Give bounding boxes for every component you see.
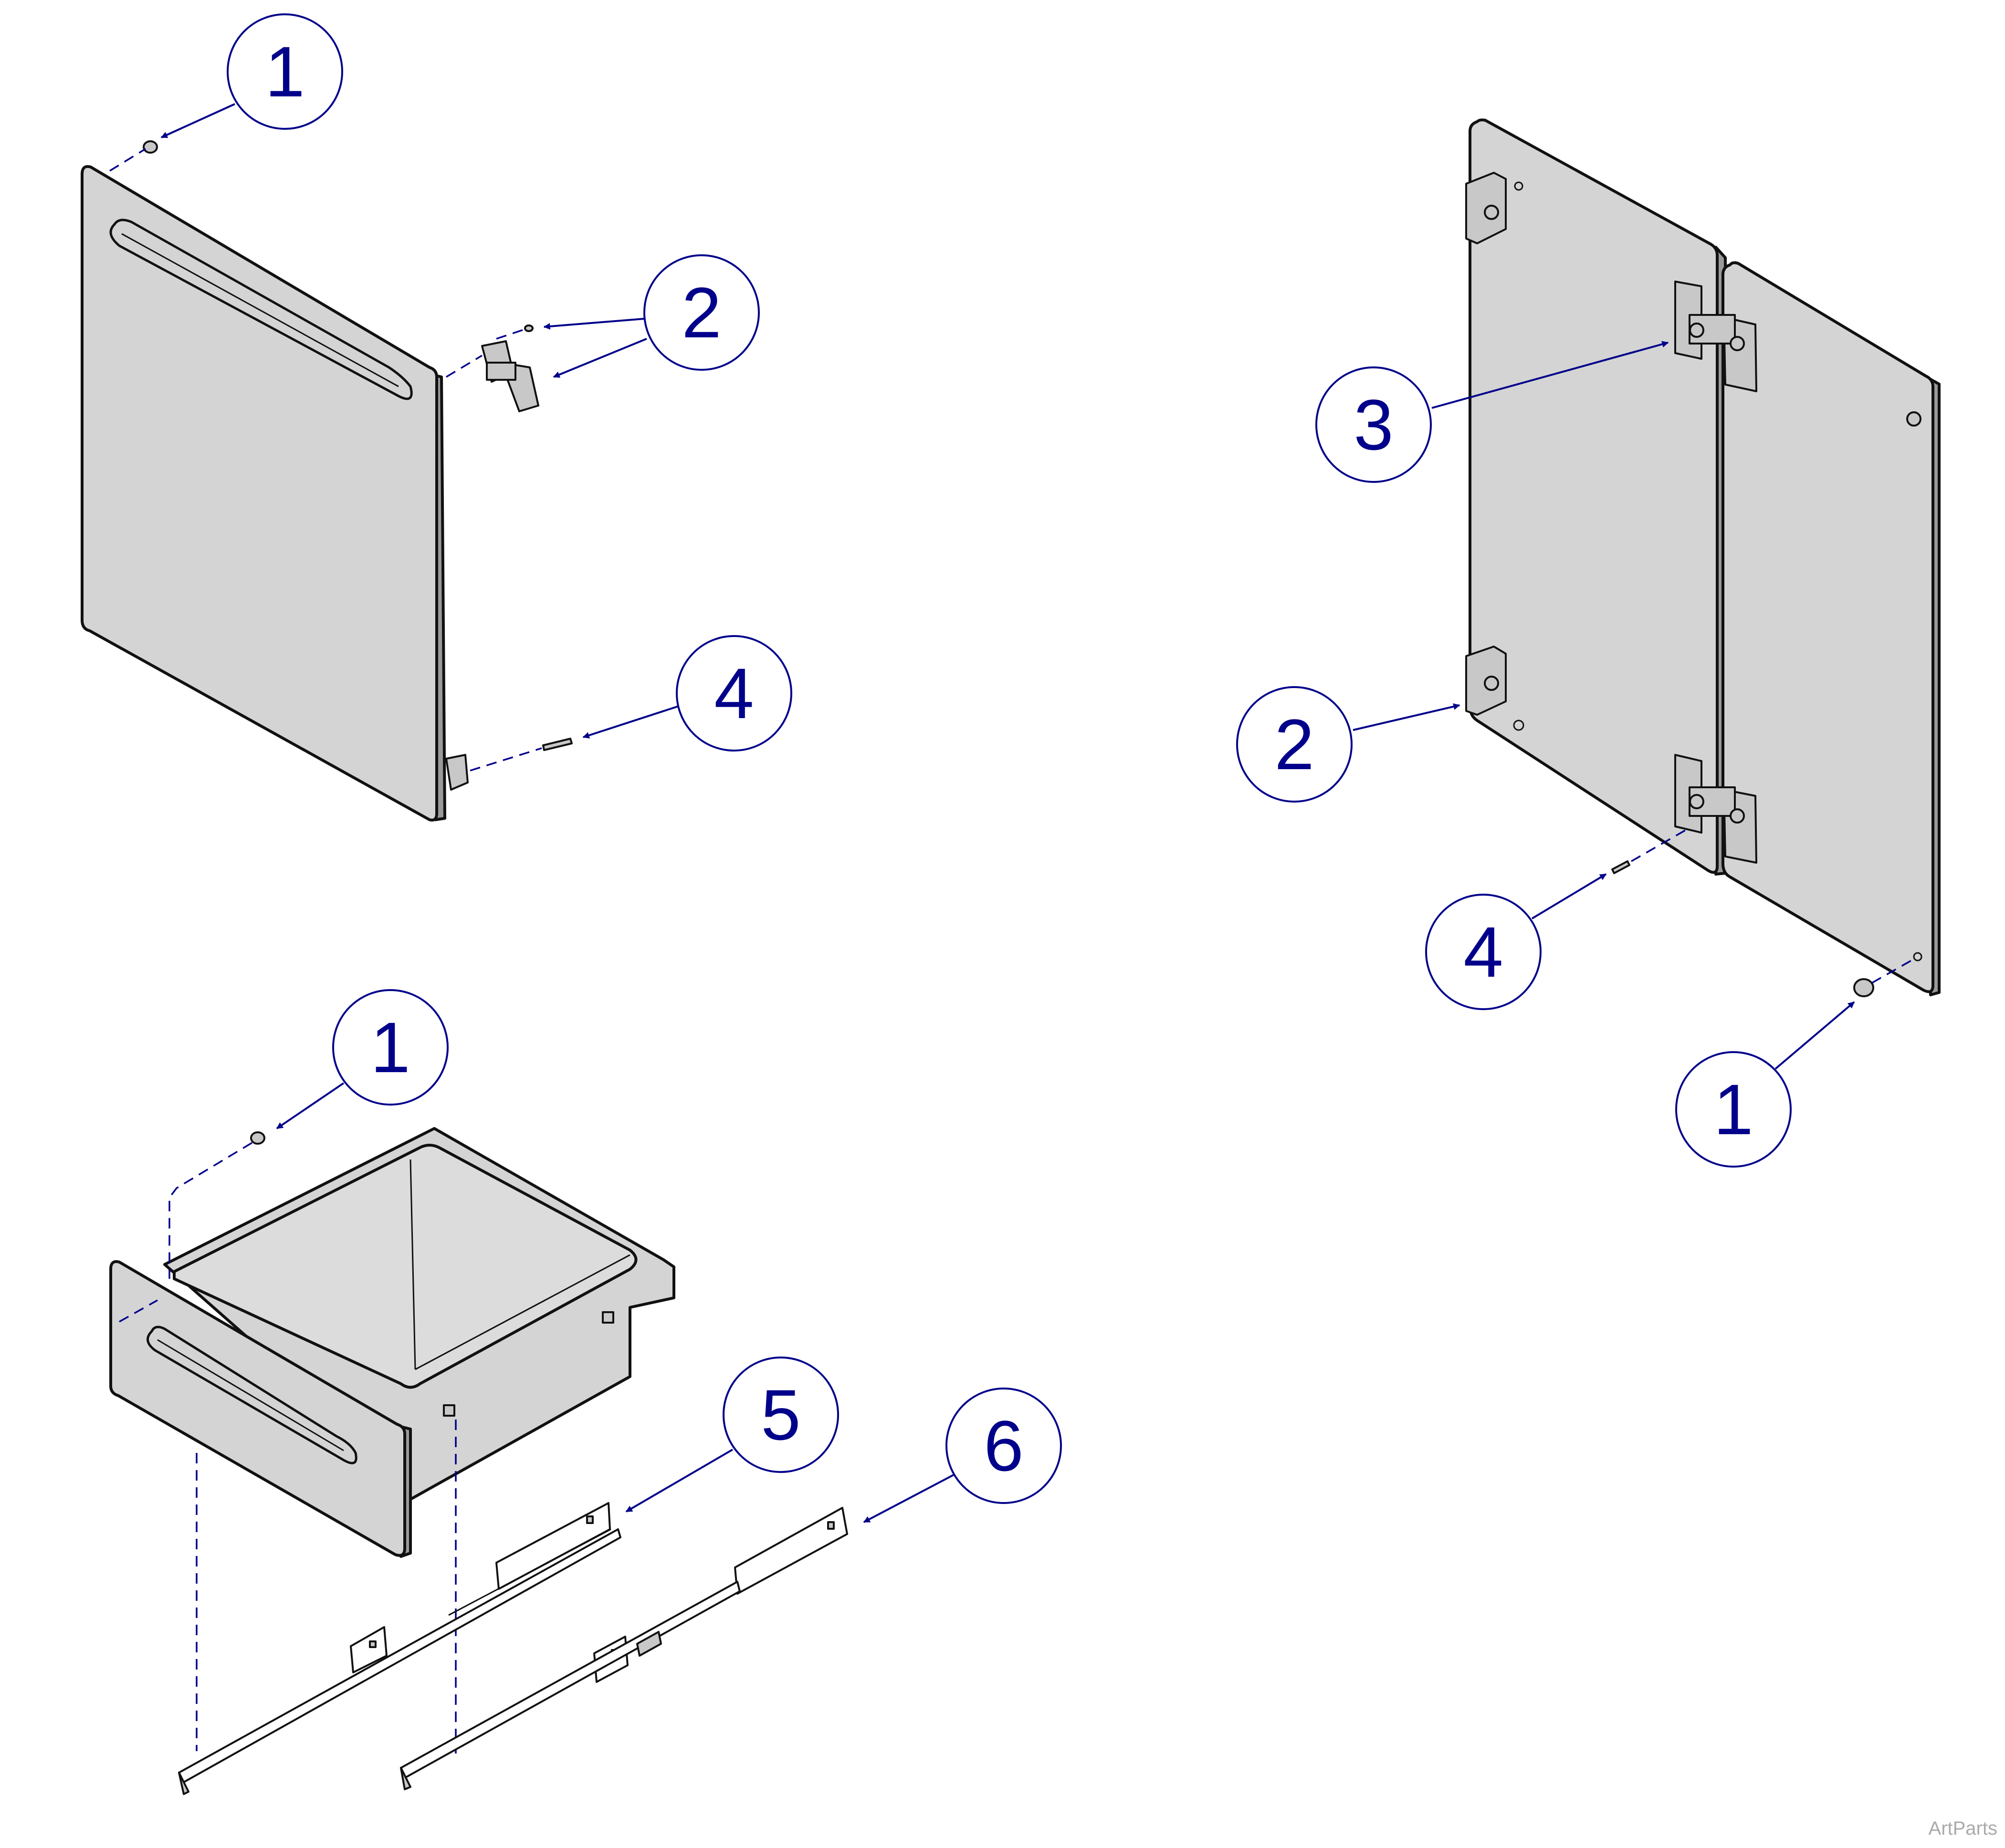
watermark: ArtParts [1929, 1818, 1997, 1839]
callout-2-right[interactable]: 2 [1236, 686, 1460, 803]
single-door-assembly [81, 140, 573, 822]
callout-1-label: 1 [265, 31, 304, 112]
hinge-upper-left-edge [1465, 172, 1507, 244]
hinge-lower-single-door [445, 754, 469, 791]
hinge-lower-left-edge [1465, 646, 1507, 716]
callout-4-top-left[interactable]: 4 [582, 635, 792, 752]
callout-3-right[interactable]: 3 [1315, 341, 1669, 483]
callout-1-right[interactable]: 1 [1675, 1001, 1855, 1168]
drawer-front [109, 1260, 406, 1557]
callout-5[interactable]: 5 [625, 1357, 839, 1513]
callout-4-right[interactable]: 4 [1425, 873, 1607, 1010]
callout-4-right-label: 4 [1463, 912, 1503, 992]
bumper-part-drawer [250, 1131, 265, 1145]
hinge-part-single-door [481, 340, 539, 412]
callout-3-label: 3 [1354, 385, 1393, 465]
drawer-handle [147, 1326, 357, 1464]
callout-2-top-left[interactable]: 2 [543, 254, 760, 378]
callout-6-label: 6 [984, 1406, 1023, 1486]
callout-2-right-label: 2 [1274, 704, 1314, 784]
slide-rail-part-6 [400, 1507, 848, 1790]
callout-1-right-label: 1 [1713, 1069, 1753, 1149]
double-door-assembly [1465, 118, 1941, 997]
callout-4-label: 4 [714, 653, 754, 733]
left-door-panel [1469, 118, 1719, 874]
screw-part-single-door [542, 738, 573, 751]
single-door-panel [81, 165, 438, 822]
drawer-assembly [109, 1127, 848, 1795]
center-hinge-upper [1674, 281, 1757, 392]
center-hinge-lower [1674, 754, 1757, 864]
callout-6[interactable]: 6 [863, 1388, 1062, 1523]
single-door-handle [109, 219, 413, 400]
bumper-part-top-left [143, 140, 158, 154]
callout-1-drawer[interactable]: 1 [276, 989, 449, 1129]
hinge-screw-top [524, 324, 534, 332]
slide-rail-part-5 [178, 1502, 621, 1795]
screw-part-right [1611, 860, 1630, 874]
callout-1-drawer-label: 1 [370, 1007, 410, 1087]
bumper-part-right [1853, 978, 1874, 997]
callout-5-label: 5 [761, 1375, 800, 1455]
right-door-panel [1722, 261, 1934, 993]
drawer-inner [173, 1144, 638, 1389]
callout-2-label: 2 [682, 272, 721, 353]
callout-1-top-left[interactable]: 1 [160, 13, 343, 138]
